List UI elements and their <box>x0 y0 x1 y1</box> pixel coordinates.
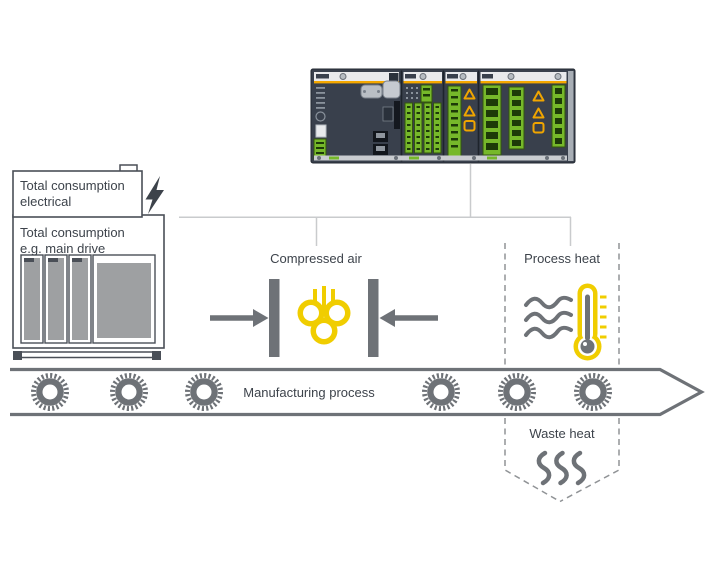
gear-icon <box>498 373 536 411</box>
process-heat-group <box>524 283 607 361</box>
connector-lines <box>179 164 572 246</box>
plc-io-module-3 <box>482 84 566 156</box>
gear-icon <box>110 373 148 411</box>
drive-modules-fill <box>24 258 151 340</box>
cabinet-electrical-label-line2: electrical <box>20 194 71 209</box>
plc-io-module-2 <box>447 85 476 157</box>
machine-cabinet <box>12 164 165 360</box>
plc-bottom-strip <box>314 155 567 161</box>
cabinet-base-bar <box>15 351 159 359</box>
arrow-left-head <box>379 309 395 327</box>
manufacturing-arrow <box>10 367 705 417</box>
manufacturing-process-label: Manufacturing process <box>243 385 375 400</box>
gear-icon <box>31 373 69 411</box>
waste-heat-dashed-funnel <box>504 418 620 503</box>
gear-icon <box>185 373 223 411</box>
gear-row <box>31 373 612 411</box>
gear-icon <box>422 373 460 411</box>
heat-waves-icon <box>524 295 573 340</box>
waste-heat-label: Waste heat <box>529 426 595 441</box>
press-bar-right <box>368 279 379 357</box>
plc-controller-image <box>310 68 576 164</box>
press-bar-left <box>269 279 280 357</box>
compressed-air-label: Compressed air <box>270 251 362 266</box>
cabinet-foot-right <box>152 351 161 360</box>
compressed-air-cloud-icon <box>297 286 351 345</box>
drive-module-caps <box>24 258 82 262</box>
thermometer-heat-icon <box>573 283 607 361</box>
process-heat-label: Process heat <box>524 251 600 266</box>
cabinet-box-electrical <box>12 170 143 218</box>
cabinet-foot-left <box>13 351 22 360</box>
cabinet-main-drive-label-line2: e.g. main drive <box>20 241 105 256</box>
cabinet-main-drive-label-line1: Total consumption <box>20 225 125 240</box>
cabinet-electrical-label-line1: Total consumption <box>20 178 125 193</box>
waste-heat-steam-icon <box>536 450 587 486</box>
gear-icon <box>574 373 612 411</box>
lightning-bolt-icon <box>145 176 164 214</box>
arrow-right-head <box>253 309 269 327</box>
plc-io-module-1 <box>404 84 442 154</box>
compressed-air-group <box>210 279 438 357</box>
plc-label-strips <box>314 72 567 84</box>
